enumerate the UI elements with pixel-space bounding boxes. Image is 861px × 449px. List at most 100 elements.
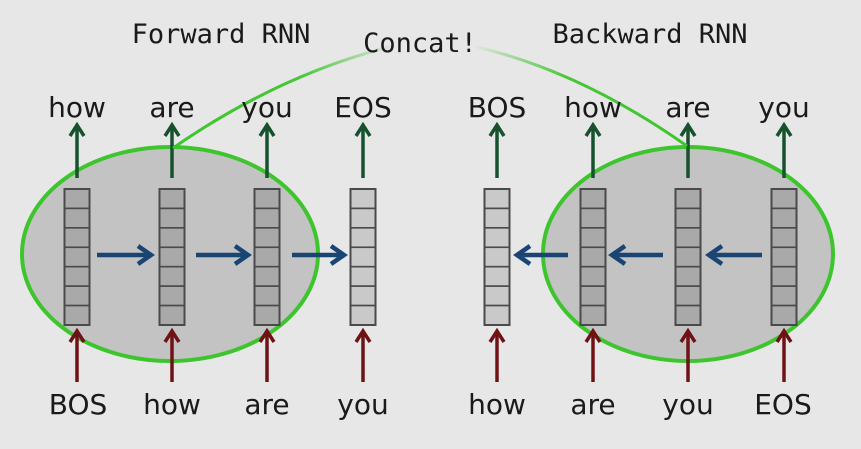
state-cell [158, 304, 186, 326]
concat-label: Concat! [363, 28, 477, 59]
state-cell [483, 227, 511, 249]
state-cell [770, 304, 798, 326]
forward-output-arrow [258, 121, 276, 178]
state-cell [579, 246, 607, 268]
backward-input-arrow-head [488, 327, 506, 343]
concat-curve-forward [172, 44, 394, 150]
state-cell [770, 207, 798, 229]
forward-recurrent-arrow-head [329, 244, 348, 266]
state-cell [158, 207, 186, 229]
state-vector-border [579, 188, 607, 326]
backward-hidden-state-vector [579, 188, 607, 326]
state-cell [483, 246, 511, 268]
state-cell [253, 265, 281, 287]
concat-curve-backward [476, 45, 688, 148]
forward-rnn-title: Forward RNN [132, 19, 311, 50]
state-cell [674, 304, 702, 326]
backward-input-label: you [662, 388, 713, 421]
forward-input-arrow-head [258, 327, 276, 343]
backward-input-arrow [488, 327, 506, 382]
state-cell [63, 188, 91, 210]
backward-input-label: EOS [754, 388, 812, 421]
state-cell [483, 304, 511, 326]
backward-input-label: are [570, 388, 615, 421]
backward-hidden-state-vector [674, 188, 702, 326]
forward-input-label: you [337, 388, 388, 421]
state-cell [770, 246, 798, 268]
forward-output-arrow-head [354, 121, 372, 137]
state-cell [349, 188, 377, 210]
state-cell [770, 265, 798, 287]
state-cell [158, 265, 186, 287]
forward-rnn-states [63, 121, 377, 382]
backward-output-label: BOS [468, 91, 527, 124]
state-cell [349, 207, 377, 229]
forward-recurrent-arrow-head [136, 244, 155, 266]
state-vector-border [483, 188, 511, 326]
forward-hidden-state-vector [158, 188, 186, 326]
forward-input-arrow-head [163, 327, 181, 343]
state-cell [63, 285, 91, 307]
backward-recurrent-arrow [608, 244, 663, 266]
state-cell [483, 265, 511, 287]
forward-output-arrow-head [68, 121, 86, 137]
state-cell [579, 188, 607, 210]
state-vector-border [674, 188, 702, 326]
backward-rnn-states [483, 121, 798, 382]
forward-hidden-state-vector [63, 188, 91, 326]
forward-recurrent-arrow [196, 244, 252, 266]
state-cell [674, 207, 702, 229]
state-cell [158, 285, 186, 307]
backward-recurrent-arrow [513, 244, 568, 266]
state-cell [674, 227, 702, 249]
backward-output-arrow [679, 121, 697, 178]
backward-input-arrow-head [679, 327, 697, 343]
state-cell [253, 304, 281, 326]
forward-input-label: are [244, 388, 289, 421]
state-vector-border [349, 188, 377, 326]
state-vector-border [63, 188, 91, 326]
state-vector-border [253, 188, 281, 326]
backward-output-arrow-head [584, 121, 602, 137]
state-cell [674, 246, 702, 268]
state-cell [349, 304, 377, 326]
state-cell [483, 285, 511, 307]
backward-input-label: how [468, 388, 526, 421]
forward-input-arrow [163, 327, 181, 382]
forward-recurrent-arrow-head [233, 244, 252, 266]
forward-hidden-state-vector [349, 188, 377, 326]
state-cell [349, 246, 377, 268]
forward-hidden-state-vector [253, 188, 281, 326]
forward-input-arrow [68, 327, 86, 382]
backward-recurrent-arrow-head [608, 244, 627, 266]
forward-output-arrow [163, 121, 181, 178]
state-cell [579, 285, 607, 307]
state-cell [349, 265, 377, 287]
backward-output-arrow [584, 121, 602, 178]
backward-input-arrow [775, 327, 793, 382]
state-cell [579, 304, 607, 326]
forward-output-arrow-head [258, 121, 276, 137]
forward-input-label: how [143, 388, 201, 421]
forward-recurrent-arrow [292, 244, 348, 266]
state-cell [674, 188, 702, 210]
backward-output-label: how [564, 91, 622, 124]
state-cell [579, 265, 607, 287]
state-cell [253, 285, 281, 307]
state-cell [158, 246, 186, 268]
forward-output-label: you [241, 91, 292, 124]
backward-output-label: you [758, 91, 809, 124]
state-cell [63, 207, 91, 229]
state-cell [253, 207, 281, 229]
state-cell [158, 188, 186, 210]
backward-hidden-state-vector [770, 188, 798, 326]
backward-recurrent-arrow-head [705, 244, 724, 266]
backward-recurrent-arrow-head [513, 244, 532, 266]
state-cell [674, 285, 702, 307]
state-cell [253, 227, 281, 249]
backward-output-label: are [665, 91, 710, 124]
forward-output-label: are [149, 91, 194, 124]
state-cell [158, 227, 186, 249]
backward-input-arrow-head [775, 327, 793, 343]
